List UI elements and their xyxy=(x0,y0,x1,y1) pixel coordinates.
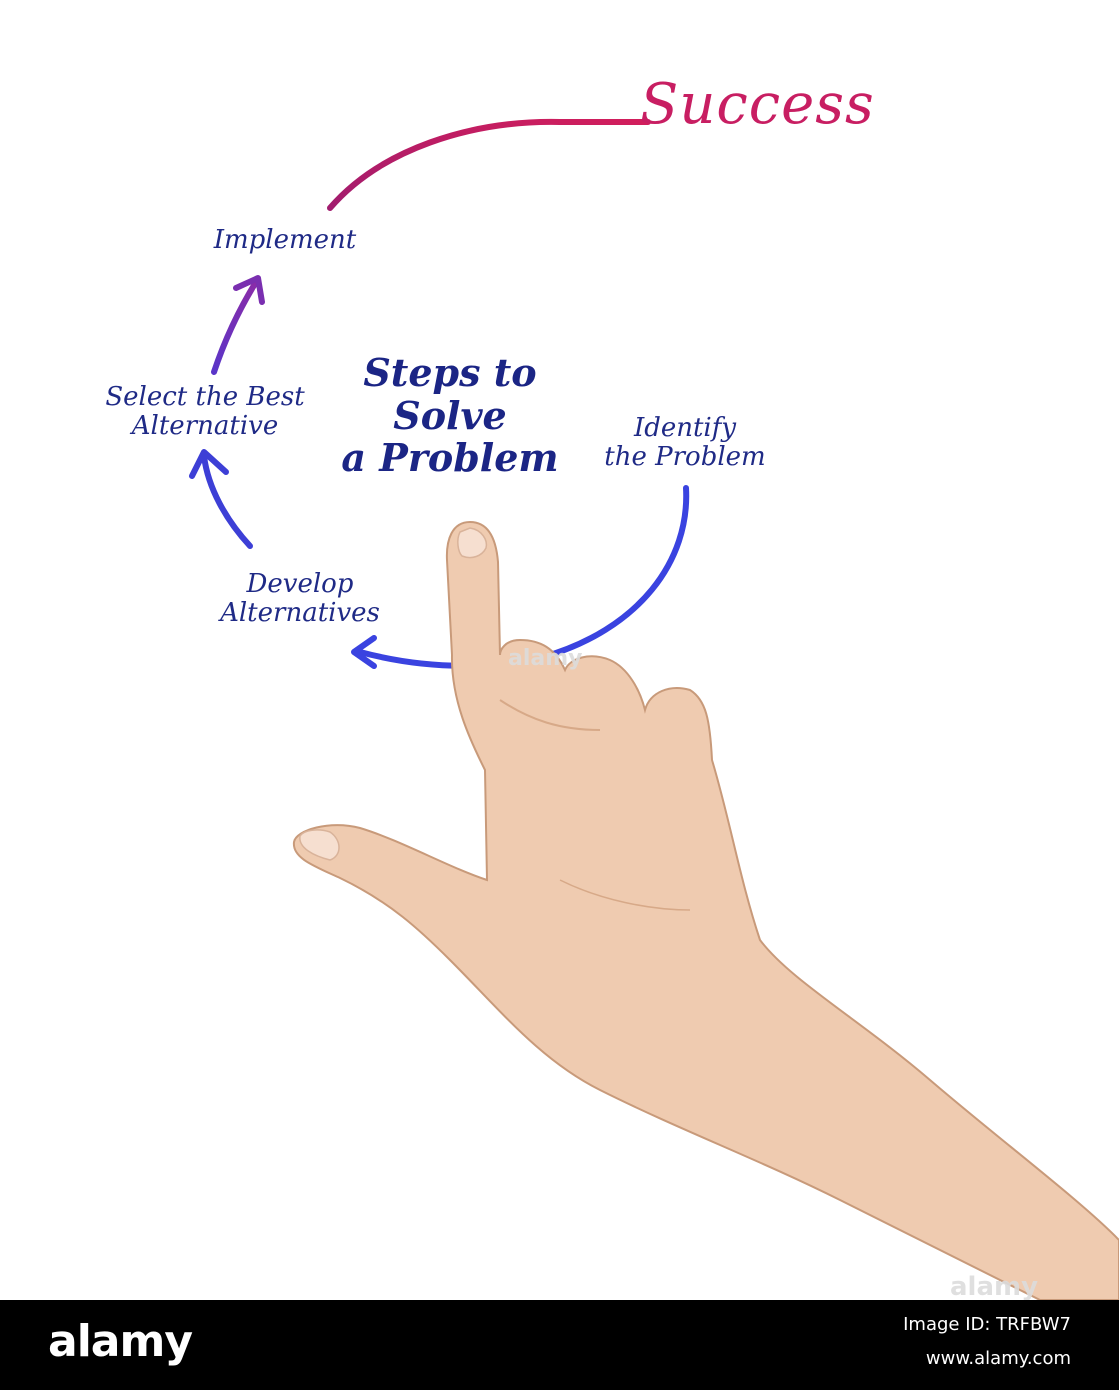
step-implement-label: Implement xyxy=(213,225,357,255)
watermark-overlay: alamy xyxy=(508,646,583,671)
step-select-label: Select the Best Alternative xyxy=(105,382,305,441)
select-to-implement-arrow xyxy=(211,279,259,375)
alamy-logo: alamy xyxy=(48,1316,193,1367)
develop-to-select-arrow xyxy=(201,453,253,549)
site-url-text: www.alamy.com xyxy=(925,1348,1071,1369)
implement-arrowhead xyxy=(233,275,265,305)
select-arrowhead xyxy=(189,449,229,479)
step-identify-label: Identify the Problem xyxy=(604,413,766,472)
diagram-arrows xyxy=(189,118,1119,1300)
watermark-bottom: alamy xyxy=(950,1272,1039,1300)
success-label: Success xyxy=(640,72,875,137)
image-id-text: Image ID: TRFBW7 xyxy=(903,1314,1071,1335)
diagram-canvas: Success Implement Select the Best Altern… xyxy=(105,72,1119,1300)
footer-bar: alamy Image ID: TRFBW7 www.alamy.com xyxy=(0,1300,1119,1390)
identify-to-develop-arrow xyxy=(357,485,690,669)
develop-arrowhead xyxy=(351,635,377,669)
success-connector xyxy=(327,118,651,211)
diagram-title: Steps to Solve a Problem xyxy=(341,350,559,481)
pointing-hand xyxy=(292,520,1119,1300)
step-develop-label: Develop Alternatives xyxy=(220,569,380,628)
